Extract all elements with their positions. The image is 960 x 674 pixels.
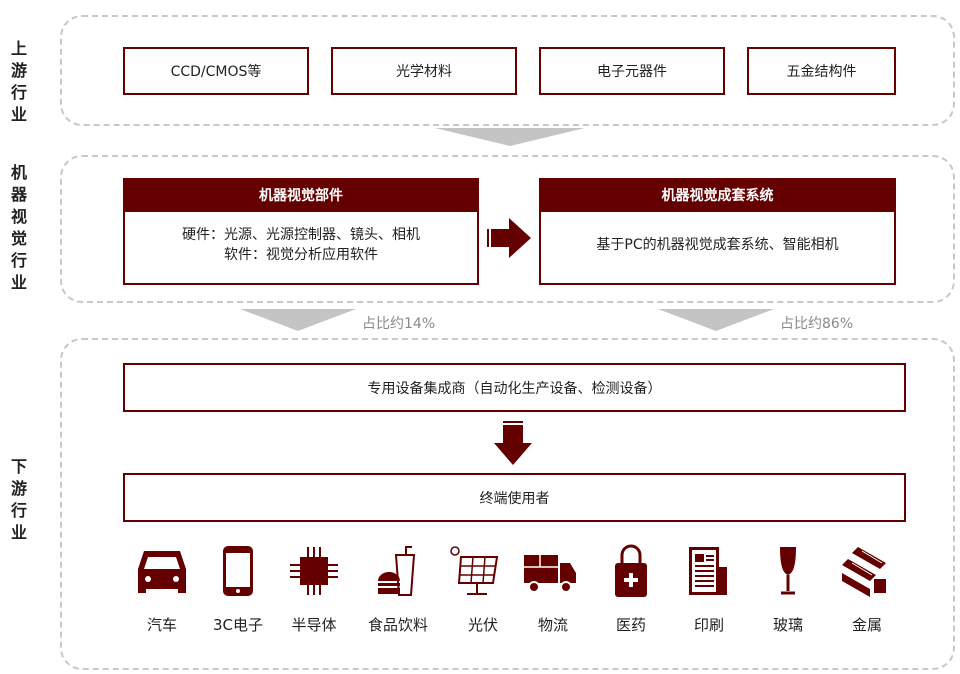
systems-title: 机器视觉成套系统 [541,178,894,212]
section-label-downstream: 下游行业 [10,457,27,542]
upstream-item: 五金结构件 [747,47,896,95]
application-label: 医药 [615,616,646,634]
systems-share: 占比约86% [780,316,854,332]
upstream-region [60,15,955,126]
upstream-item: 光学材料 [331,47,517,95]
machine-vision-region [60,155,955,303]
medicine-bag-icon [603,543,659,599]
end-user-box: 终端使用者 [123,473,906,522]
application-label: 汽车 [146,616,177,634]
application-label: 印刷 [693,616,724,634]
truck-icon [522,543,578,599]
components-share: 占比约14% [362,316,436,332]
smartphone-icon [210,543,266,599]
metal-bars-icon [838,543,894,599]
chip-icon [286,543,342,599]
application-label: 食品饮料 [367,616,428,634]
section-label-machine-vision: 机器视觉行业 [10,163,27,292]
food-drink-icon [370,543,426,599]
upstream-item: 电子元器件 [539,47,725,95]
down-arrow [435,128,585,146]
newspaper-icon [681,543,737,599]
application-label: 3C电子 [212,616,264,634]
components-box: 机器视觉部件 硬件：光源、光源控制器、镜头、相机 软件：视觉分析应用软件 [123,178,479,285]
down-arrow [240,309,356,331]
downstream-region [60,338,955,670]
components-hardware: 硬件：光源、光源控制器、镜头、相机 [182,227,420,243]
application-label: 玻璃 [772,616,803,634]
section-label-upstream: 上游行业 [10,39,27,124]
down-arrow-icon [494,421,532,465]
application-label: 光伏 [467,616,498,634]
right-arrow-icon [487,218,531,258]
upstream-item: CCD/CMOS等 [123,47,309,95]
car-icon [134,543,190,599]
application-label: 半导体 [291,616,337,634]
components-software: 软件：视觉分析应用软件 [224,247,378,263]
components-title: 机器视觉部件 [125,178,477,212]
down-arrow [658,309,774,331]
application-label: 金属 [851,616,882,634]
systems-box: 机器视觉成套系统 基于PC的机器视觉成套系统、智能相机 [539,178,896,285]
systems-desc: 基于PC的机器视觉成套系统、智能相机 [596,237,839,253]
wine-glass-icon [760,543,816,599]
solar-panel-icon [447,543,503,599]
integrator-box: 专用设备集成商（自动化生产设备、检测设备） [123,363,906,412]
application-label: 物流 [537,616,568,634]
